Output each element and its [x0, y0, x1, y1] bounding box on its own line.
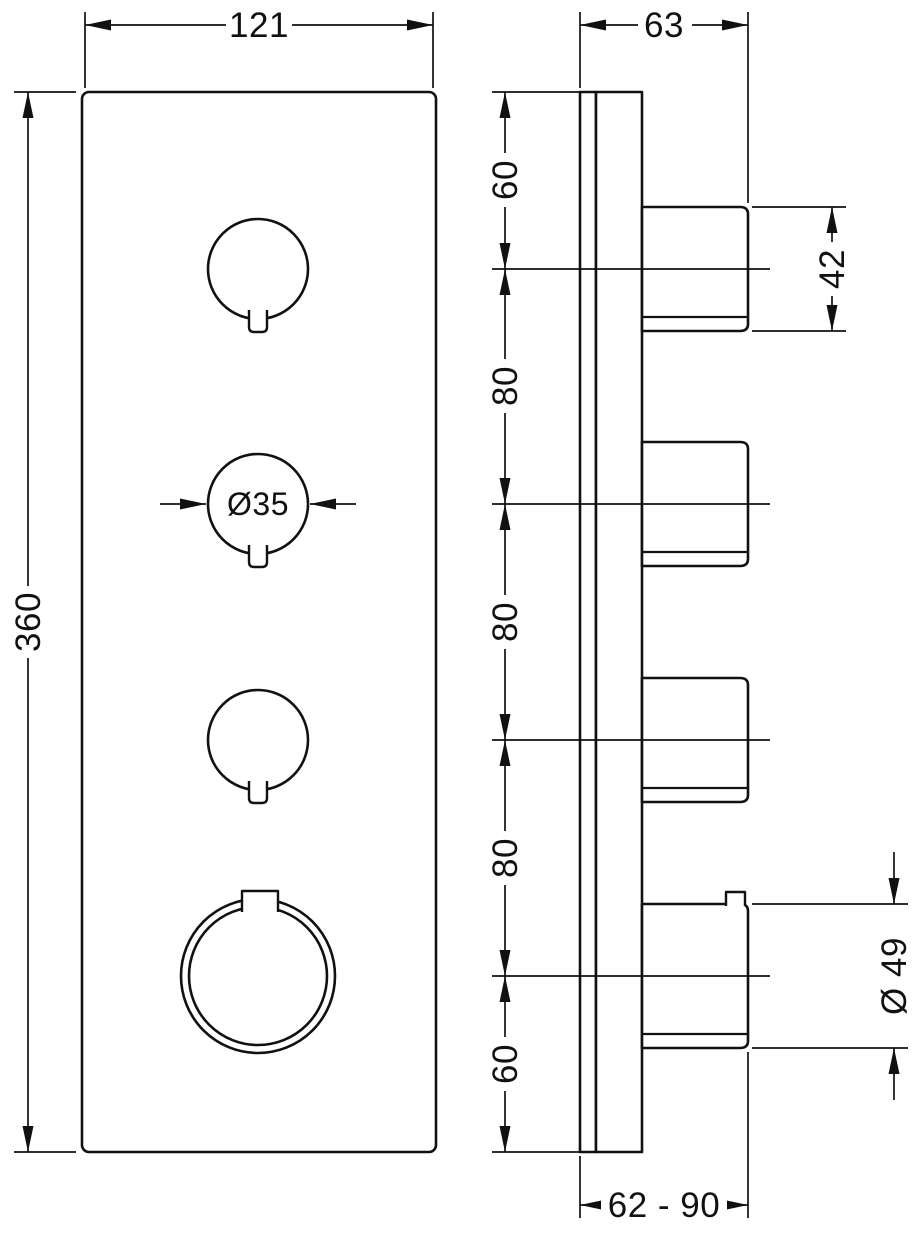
front-thermostat-knob: [179, 889, 337, 1055]
arrow-down-icon: [826, 305, 838, 331]
knob-3-circle: [206, 688, 310, 792]
dim-installation-depth: 62 - 90: [579, 1052, 749, 1225]
knob-3-tab: [247, 781, 269, 805]
thermostat-tab: [240, 889, 280, 912]
dim-handle-height: 42: [752, 206, 852, 332]
front-height-label: 360: [9, 592, 48, 652]
side-depth-label: 63: [644, 6, 684, 45]
dim-front-width: 121: [84, 6, 434, 88]
front-plate-outline: [80, 90, 438, 1154]
side-plate-outline: [578, 90, 598, 1154]
front-knob-2: [206, 452, 310, 569]
arrow-left-icon: [85, 19, 111, 31]
arrow-down-icon: [888, 878, 900, 904]
spacing-middle-label: 80: [486, 602, 525, 642]
arrow-right-icon: [180, 498, 206, 510]
arrow-left-icon: [580, 19, 606, 31]
arrow-right-icon: [722, 19, 748, 31]
arrow-right-icon: [722, 1199, 748, 1211]
side-thermostat-knob: [640, 890, 750, 1050]
spacing-top-label: 60: [486, 160, 525, 200]
side-view: 63 60 80 80 80 60: [485, 6, 914, 1225]
arrow-up-icon: [888, 1048, 900, 1074]
handle-height-label: 42: [813, 249, 852, 289]
front-width-label: 121: [229, 6, 289, 45]
dim-front-height: 360: [8, 91, 76, 1153]
front-knob-1: [206, 217, 310, 334]
spacing-bottom-label: 60: [486, 1044, 525, 1084]
side-thermostat-tab: [724, 890, 747, 906]
spacing-lower-label: 80: [486, 838, 525, 878]
side-body-outline: [594, 90, 644, 1154]
dim-side-depth: 63: [579, 6, 749, 203]
arrow-down-icon: [22, 1126, 34, 1152]
front-knob-3: [206, 688, 310, 805]
dim-knob-diameter: Ø35: [160, 486, 356, 522]
knob-2-tab: [247, 545, 269, 569]
installation-depth-label: 62 - 90: [608, 1186, 720, 1225]
knob-1-circle: [206, 217, 310, 321]
dim-thermostat-diameter: Ø 49: [752, 852, 914, 1100]
arrow-up-icon: [826, 207, 838, 233]
dim-spacing-chain: 60 80 80 80 60: [485, 92, 525, 1152]
knob-1-tab: [247, 310, 269, 334]
front-view: 121 360 Ø35: [8, 6, 438, 1154]
thermostat-inner-circle: [187, 905, 329, 1047]
arrow-right-icon: [407, 19, 433, 31]
knob-diameter-label: Ø35: [227, 486, 289, 522]
thermostat-diameter-label: Ø 49: [875, 937, 914, 1015]
spacing-upper-label: 80: [486, 366, 525, 406]
centerlines: [492, 91, 770, 1153]
arrow-up-icon: [22, 92, 34, 118]
arrow-left-icon: [310, 498, 336, 510]
arrow-left-icon: [580, 1199, 606, 1211]
